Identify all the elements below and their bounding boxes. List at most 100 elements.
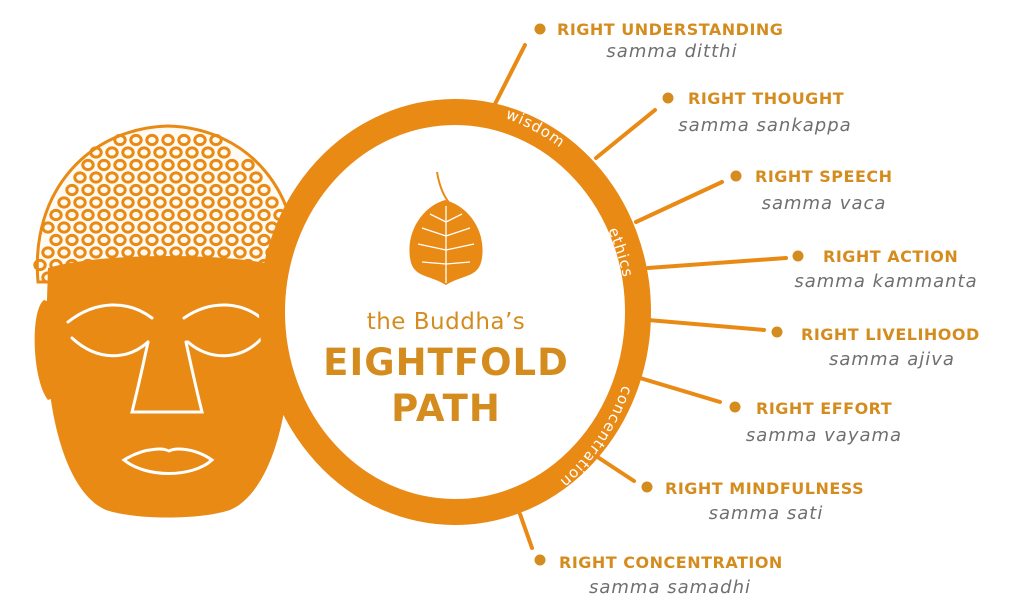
- hair-curl: [121, 171, 135, 184]
- hair-curl: [209, 183, 223, 197]
- hair-curl: [217, 246, 231, 259]
- step-item: RIGHT CONCENTRATION samma samadhi: [534, 553, 783, 598]
- hair-curl: [169, 171, 183, 184]
- step-item: RIGHT MINDFULNESS samma sati: [641, 479, 864, 524]
- hair-curl: [113, 208, 127, 222]
- hair-curl: [233, 246, 247, 259]
- step-dot-icon: [729, 401, 741, 413]
- hair-curl: [185, 146, 199, 159]
- step-label: RIGHT ACTION: [823, 247, 958, 266]
- hair-curl: [81, 183, 95, 197]
- hair-curl: [185, 171, 199, 184]
- step-label: RIGHT SPEECH: [755, 167, 893, 186]
- step-pali: samma sati: [709, 503, 824, 524]
- step-connector: [634, 180, 724, 224]
- step-dot-icon: [662, 92, 674, 104]
- hair-curl: [105, 196, 119, 209]
- step-label: RIGHT MINDFULNESS: [665, 479, 864, 498]
- step-dot-icon: [534, 23, 546, 35]
- hair-curl: [129, 208, 143, 222]
- hair-curl: [241, 233, 255, 247]
- hair-curl: [185, 221, 199, 234]
- hair-curl: [209, 233, 223, 247]
- hair-curl: [89, 196, 103, 209]
- step-label: RIGHT CONCENTRATION: [559, 553, 783, 572]
- hair-curl: [193, 183, 207, 197]
- path-ring: [259, 99, 651, 525]
- bodhi-leaf-icon: [409, 171, 483, 285]
- step-connector: [646, 256, 788, 270]
- hair-curl: [41, 246, 55, 259]
- hair-curl: [201, 196, 215, 209]
- hair-curl: [169, 196, 183, 209]
- hair-curl: [249, 246, 263, 259]
- hair-curl: [113, 158, 127, 172]
- hair-curl: [161, 208, 175, 222]
- step-connector: [518, 512, 534, 550]
- hair-curl: [217, 146, 231, 159]
- hair-curl: [169, 221, 183, 234]
- hair-curl: [193, 158, 207, 172]
- step-dot-icon: [792, 250, 804, 262]
- hair-curl: [49, 208, 63, 222]
- hair-curl: [121, 221, 135, 234]
- hair-curl: [233, 221, 247, 234]
- hair-curl: [161, 233, 175, 247]
- buddha-head-icon: [33, 124, 299, 518]
- hair-curl: [121, 146, 135, 159]
- title-path: PATH: [391, 387, 501, 430]
- step-dot-icon: [641, 481, 653, 493]
- hair-curl: [193, 233, 207, 247]
- hair-curl: [257, 208, 271, 222]
- hair-curl: [105, 171, 119, 184]
- step-pali: samma ditthi: [606, 41, 737, 62]
- hair-curl: [257, 183, 271, 197]
- hair-curl: [89, 146, 103, 159]
- step-pali: samma vaca: [762, 193, 887, 214]
- hair-curl: [49, 233, 63, 247]
- step-connector: [493, 43, 527, 106]
- hair-curl: [129, 233, 143, 247]
- hair-curl: [241, 158, 255, 172]
- hair-curl: [225, 158, 239, 172]
- hair-curl: [153, 196, 167, 209]
- hair-curl: [177, 183, 191, 197]
- hair-curl: [201, 171, 215, 184]
- hair-curl: [249, 196, 263, 209]
- hair-curl: [145, 233, 159, 247]
- hair-curl: [97, 233, 111, 247]
- step-pali: samma samadhi: [589, 577, 751, 598]
- hair-curl: [265, 196, 279, 209]
- hair-curl: [225, 208, 239, 222]
- hair-curl: [217, 171, 231, 184]
- hair-curl: [41, 221, 55, 234]
- hair-curl: [225, 183, 239, 197]
- hair-curl: [225, 233, 239, 247]
- hair-curl: [65, 183, 79, 197]
- step-connectors: [493, 43, 788, 550]
- step-item: RIGHT SPEECH samma vaca: [730, 167, 893, 214]
- hair-curl: [193, 208, 207, 222]
- hair-curl: [209, 158, 223, 172]
- hair-curl: [113, 183, 127, 197]
- hair-curl: [113, 133, 127, 147]
- hair-curl: [145, 158, 159, 172]
- hair-curl: [153, 146, 167, 159]
- hair-curl: [153, 171, 167, 184]
- hair-curl: [233, 196, 247, 209]
- hair-curl: [249, 221, 263, 234]
- hair-curl: [105, 221, 119, 234]
- step-pali: samma ajiva: [829, 349, 955, 370]
- hair-curl: [113, 233, 127, 247]
- hair-curl: [233, 171, 247, 184]
- hair-curl: [217, 221, 231, 234]
- hair-curl: [177, 233, 191, 247]
- hair-curl: [153, 221, 167, 234]
- hair-curl: [145, 183, 159, 197]
